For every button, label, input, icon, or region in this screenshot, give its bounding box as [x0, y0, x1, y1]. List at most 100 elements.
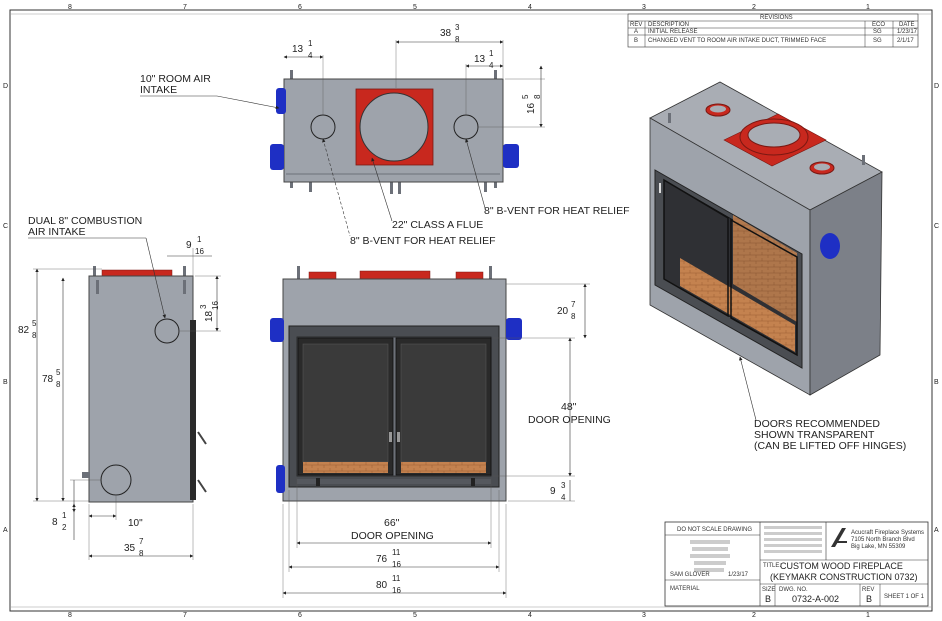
side-view: [82, 266, 207, 503]
callout-door-h-value: 48": [561, 401, 577, 413]
callout-door-w-label: DOOR OPENING: [351, 530, 434, 542]
tb-rev-label: REV: [862, 587, 874, 593]
dim-side-18-whole: 18: [204, 310, 215, 322]
tb-company-line2: 7105 North Branch Blvd: [851, 537, 915, 543]
tb-title-line1: CUSTOM WOOD FIREPLACE: [780, 561, 903, 571]
dim-side-82-den: 8: [32, 331, 37, 340]
tb-size-label: SIZE: [762, 587, 775, 593]
rev-b-desc: CHANGED VENT TO ROOM AIR INTAKE DUCT, TR…: [648, 38, 826, 44]
dim-front-80-den: 16: [392, 586, 401, 595]
callout-combustion-line1: DUAL 8" COMBUSTION: [28, 215, 142, 227]
zone-right-B: B: [934, 379, 939, 386]
zone-bottom-6: 6: [298, 612, 302, 619]
callout-doors-line2: SHOWN TRANSPARENT: [754, 429, 875, 441]
top-combustion-duct-right-icon: [503, 144, 519, 168]
zone-right-C: C: [934, 223, 939, 230]
zone-bottom-7: 7: [183, 612, 187, 619]
tb-company-line1: Acucraft Fireplace Systems: [851, 530, 924, 536]
callout-combustion-line2: AIR INTAKE: [28, 226, 86, 238]
zone-labels: 8 7 6 5 4 3 2 1 8 7 6 5 4 3 2 1 D C B A …: [3, 4, 939, 619]
iso-door-left: [663, 178, 729, 318]
top-view: [270, 70, 519, 194]
tb-title-label: TITLE:: [763, 563, 781, 569]
rev-a-eco: SG: [873, 29, 882, 35]
dim-side-9-den: 16: [195, 247, 204, 256]
dim-side-78-den: 8: [56, 380, 61, 389]
dim-front-80-whole: 80: [376, 580, 388, 591]
dim-top-38-den: 8: [455, 35, 460, 44]
dim-top-16-den: 8: [533, 94, 542, 99]
tb-date: 1/23/17: [728, 572, 749, 578]
tb-dwg-label: DWG. NO.: [779, 587, 808, 593]
dim-side-78-num: 5: [56, 368, 61, 377]
zone-bottom-8: 8: [68, 612, 72, 619]
door-handle-left-icon: [389, 432, 392, 442]
title-block: DO NOT SCALE DRAWING Acucraft Fireplace …: [664, 521, 929, 607]
dim-front-76-num: 11: [392, 548, 401, 557]
callout-door-h-label: DOOR OPENING: [528, 414, 611, 426]
zone-top-7: 7: [183, 4, 187, 11]
dim-side-9-num: 1: [197, 235, 202, 244]
tb-title-line2: (KEYMAKR CONSTRUCTION 0732): [770, 572, 918, 582]
front-view: [270, 266, 522, 502]
rev-b-letter: B: [634, 38, 638, 44]
dim-top-13-left-den: 4: [308, 51, 313, 60]
rev-a-desc: INITIAL RELEASE: [648, 29, 697, 35]
rev-header-rev: REV: [630, 22, 642, 28]
front-combustion-duct-right-icon: [506, 318, 522, 340]
zone-top-2: 2: [752, 4, 756, 11]
zone-bottom-3: 3: [642, 612, 646, 619]
front-view-dimensions: 20 7 8 48" DOOR OPENING 9 3 4 66" DOOR O…: [282, 283, 611, 598]
zone-top-4: 4: [528, 4, 532, 11]
iso-door-right: [730, 218, 798, 357]
zone-top-6: 6: [298, 4, 302, 11]
top-bvent-left-icon: [310, 114, 336, 140]
rev-b-date: 2/1/17: [897, 38, 914, 44]
isometric-callout: DOORS RECOMMENDED SHOWN TRANSPARENT (CAN…: [739, 356, 906, 452]
callout-door-w-value: 66": [384, 517, 400, 529]
rev-header-desc: DESCRIPTION: [648, 22, 689, 28]
dim-front-76-whole: 76: [376, 554, 388, 565]
tb-size: B: [765, 594, 771, 604]
dim-front-9-den: 4: [561, 493, 566, 502]
dim-side-18-den: 16: [211, 301, 220, 310]
dim-front-20-whole: 20: [557, 306, 569, 317]
side-bvent-icon: [154, 318, 180, 344]
zone-top-5: 5: [413, 4, 417, 11]
isometric-view: [649, 81, 883, 396]
dim-side-9-whole: 9: [186, 240, 192, 251]
dim-side-82-whole: 82: [18, 325, 30, 336]
top-bvent-right-icon: [453, 114, 479, 140]
dim-top-13-right-den: 4: [489, 61, 494, 70]
side-combustion-intake-icon: [100, 464, 132, 496]
dim-side-82-num: 5: [32, 319, 37, 328]
zone-bottom-4: 4: [528, 612, 532, 619]
zone-top-8: 8: [68, 4, 72, 11]
dim-top-13-right-whole: 13: [474, 54, 486, 65]
dim-top-38-num: 3: [455, 23, 460, 32]
dim-side-18-num: 3: [199, 304, 208, 309]
zone-right-A: A: [934, 527, 939, 534]
top-flue-circle-icon: [359, 92, 429, 162]
dim-front-20-den: 8: [571, 312, 576, 321]
dim-front-80-num: 11: [392, 574, 401, 583]
tb-drawn-by: SAM GLOVER: [670, 572, 710, 578]
dim-top-13-right-num: 1: [489, 49, 494, 58]
door-handle-right-icon: [397, 432, 400, 442]
dim-front-9-num: 3: [561, 481, 566, 490]
callout-flue: 22" CLASS A FLUE: [392, 219, 483, 231]
zone-bottom-2: 2: [752, 612, 756, 619]
dim-top-13-left-num: 1: [308, 39, 313, 48]
callout-bvent-right: 8" B-VENT FOR HEAT RELIEF: [484, 205, 630, 217]
zone-bottom-1: 1: [866, 612, 870, 619]
rev-a-date: 1/23/17: [897, 29, 918, 35]
dim-top-16-whole: 16: [526, 102, 537, 114]
zone-left-C: C: [3, 223, 8, 230]
dim-top-16-num: 5: [521, 94, 530, 99]
front-combustion-duct-left-icon: [276, 465, 285, 493]
dim-front-20-num: 7: [571, 300, 576, 309]
tb-do-not-scale: DO NOT SCALE DRAWING: [677, 527, 752, 533]
zone-left-B: B: [3, 379, 8, 386]
revisions-table: REVISIONS REV DESCRIPTION ECO DATE A INI…: [627, 13, 919, 48]
